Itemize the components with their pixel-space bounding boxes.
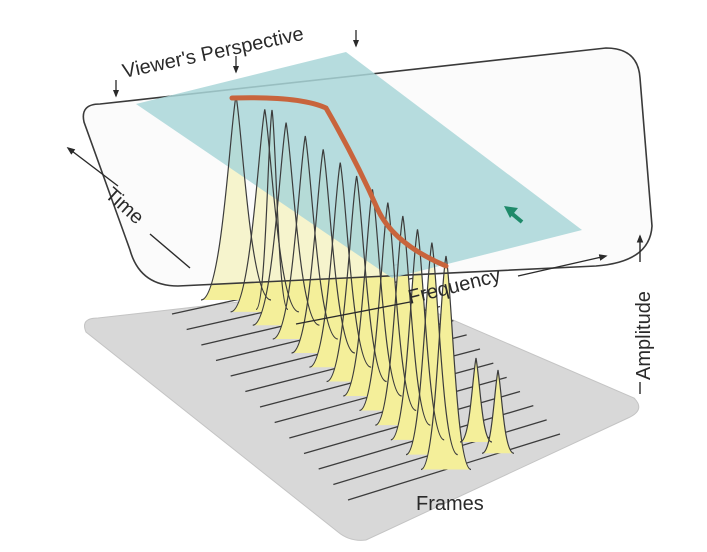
peak-outline <box>291 149 356 354</box>
peak-outline <box>230 109 300 313</box>
peak-outline <box>375 215 431 426</box>
peak-fill <box>326 176 387 382</box>
amplitude-label: Amplitude <box>633 291 655 380</box>
peak-fill <box>343 189 402 396</box>
peak-outline <box>272 135 339 340</box>
peak-outline <box>255 109 289 311</box>
peak-outline <box>309 162 372 368</box>
peak-outline <box>405 242 459 456</box>
frames-label: Frames <box>416 493 484 515</box>
amplitude-axis: Amplitude <box>633 234 655 394</box>
ridge-line <box>229 95 449 269</box>
direction-arrow-icon <box>504 206 524 224</box>
peak-outline <box>481 369 515 454</box>
peak-outline <box>420 255 472 471</box>
peak-outline <box>342 189 402 397</box>
peak-fill <box>482 370 514 454</box>
perspective-arrows <box>112 30 360 98</box>
peak-outline <box>359 202 417 412</box>
peak-fill <box>460 358 492 443</box>
peak-outline <box>459 357 493 443</box>
peak-outline <box>390 229 445 441</box>
peak-outline <box>252 122 320 326</box>
peak-outline <box>326 175 387 383</box>
